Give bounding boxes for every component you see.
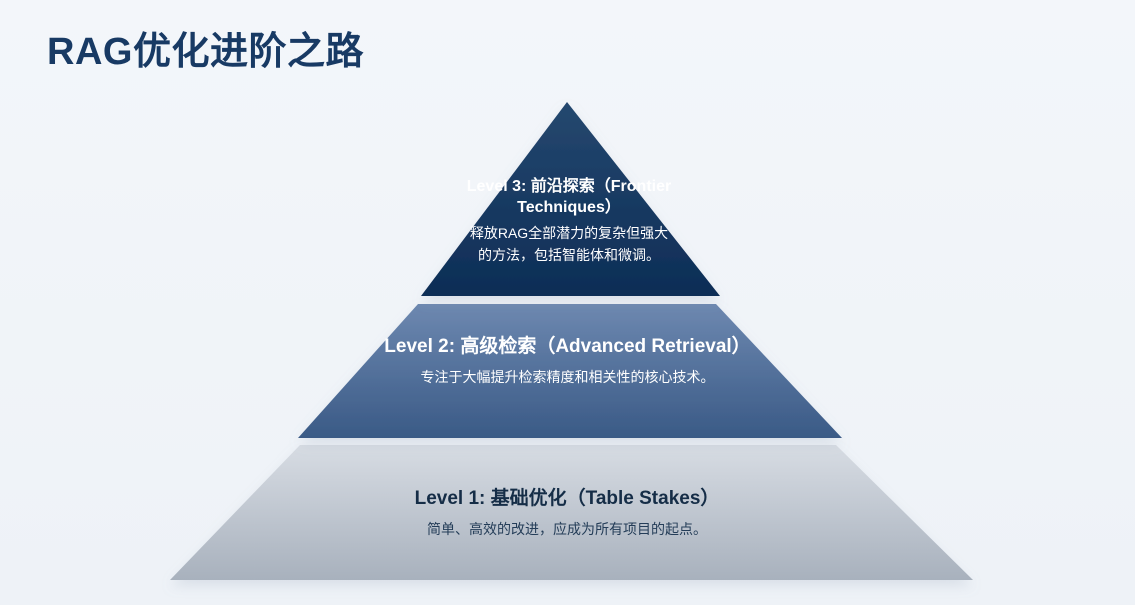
level-1-description: 简单、高效的改进，应成为所有项目的起点。: [427, 521, 707, 538]
level-3-title: Level 3: 前沿探索（Frontier Techniques）: [466, 178, 672, 217]
pyramid-level-1: Level 1: 基础优化（Table Stakes） 简单、高效的改进，应成为…: [300, 487, 834, 540]
pyramid-level-3-shape: [421, 102, 720, 296]
pyramid-level-2: Level 2: 高级检索（Advanced Retrieval） 专注于大幅提…: [380, 334, 755, 388]
page-title: RAG优化进阶之路: [47, 31, 364, 73]
pyramid-level-2-shape: [298, 304, 842, 438]
pyramid-level-1-shape: [170, 445, 973, 580]
level-2-title: Level 2: 高级检索（Advanced Retrieval）: [384, 336, 751, 357]
pyramid-level-3: Level 3: 前沿探索（Frontier Techniques） 释放RAG…: [462, 176, 676, 266]
level-2-description: 专注于大幅提升检索精度和相关性的核心技术。: [420, 368, 715, 385]
level-1-title: Level 1: 基础优化（Table Stakes）: [414, 488, 720, 509]
level-3-description: 释放RAG全部潜力的复杂但强大的方法，包括智能体和微调。: [469, 225, 669, 264]
